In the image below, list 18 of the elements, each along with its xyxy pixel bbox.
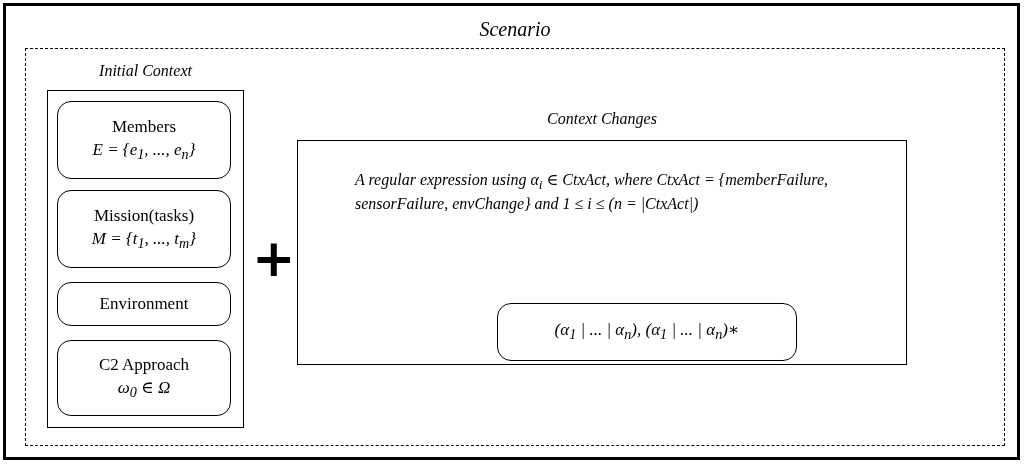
- box-title: C2 Approach: [98, 353, 190, 376]
- box-title: Mission(tasks): [93, 204, 195, 227]
- group-heading: Scenario: [478, 18, 552, 41]
- formula-text: (α$_{1}$ | ... | α$_{n}$), (α$_{1}$ | ... | α$_{n}$)∗: [554, 319, 740, 345]
- rounded-box: [57, 282, 231, 326]
- box-title: Members: [111, 115, 177, 138]
- group-heading: Initial Context: [98, 62, 193, 80]
- box-title: Environment: [99, 292, 189, 315]
- group-heading: Context Changes: [546, 110, 658, 128]
- description-text: A regular expression using α$_{i}$ ∈ CtxAct, where CtxAct = {memberFailure, sensorFailure, envChange} and 1 ≤ i ≤ (n = |CtxAct|): [355, 170, 830, 215]
- formula-text: E = {e$_{1}$, ..., e$_{n}$}: [92, 138, 196, 165]
- rounded-box: [497, 303, 797, 361]
- plus-sign: +: [252, 232, 296, 284]
- rounded-box: [57, 340, 231, 416]
- rounded-box: [57, 190, 231, 268]
- formula-text: M = {t$_{1}$, ..., t$_{m}$}: [91, 227, 197, 254]
- rounded-box: [57, 101, 231, 179]
- formula-text: ω$_{0}$ ∈ Ω: [117, 376, 171, 403]
